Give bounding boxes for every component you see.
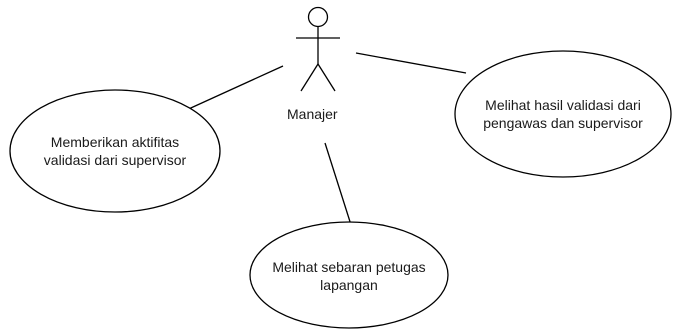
use-case-ellipse-sebaran[interactable] xyxy=(249,221,449,329)
actor-head xyxy=(307,6,329,28)
association-line-sebaran xyxy=(324,142,353,229)
use-case-label-hasil: Melihat hasil validasi dari pengawas dan… xyxy=(483,97,643,131)
actor-left-leg xyxy=(300,63,319,92)
use-case-label-sebaran: Melihat sebaran petugas lapangan xyxy=(272,259,426,293)
association-line-hasil xyxy=(355,52,467,74)
use-case-label-aktifitas: Memberikan aktifitas validasi dari super… xyxy=(43,134,187,168)
association-line-aktifitas xyxy=(181,65,284,113)
actor-right-leg xyxy=(317,63,336,92)
actor-stick-figure[interactable] xyxy=(296,6,340,92)
use-case-ellipse-hasil[interactable] xyxy=(454,50,672,178)
use-case-ellipse-aktifitas[interactable] xyxy=(9,89,221,213)
actor-name-label: Manajer xyxy=(287,106,338,122)
